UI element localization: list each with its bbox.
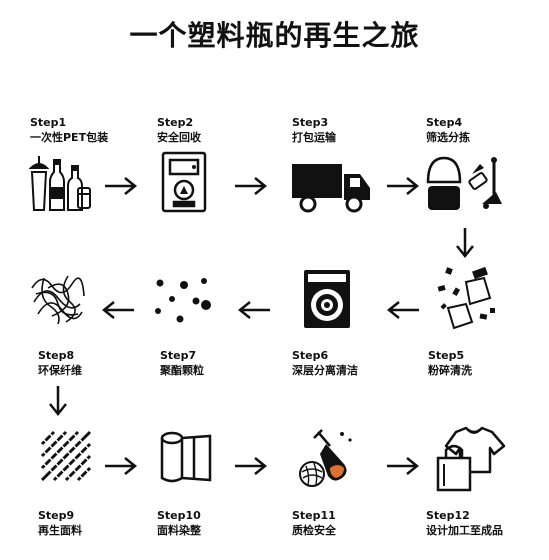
page-title: 一个塑料瓶的再生之旅 xyxy=(129,19,420,52)
fabric-roll-icon xyxy=(160,431,212,483)
step-10-name: 面料染整 xyxy=(157,524,201,537)
arrow-right-icon xyxy=(387,177,420,195)
step-9-label: Step9 再生面料 xyxy=(38,508,82,538)
arrow-right-icon xyxy=(105,457,138,475)
tangled-fiber-icon xyxy=(31,275,85,325)
tshirt-shopping-bag-icon xyxy=(436,426,506,492)
disposable-pet-packaging-icon xyxy=(28,156,91,211)
arrow-right-icon xyxy=(105,177,138,195)
arrow-right-icon xyxy=(235,177,268,195)
step-3-label: Step3 打包运输 xyxy=(292,115,336,145)
step-8-number: Step8 xyxy=(38,349,75,362)
step-7-label: Step7 聚酯颗粒 xyxy=(160,348,204,378)
step-10-label: Step10 面料染整 xyxy=(157,508,201,538)
step-12-label: Step12 设计加工至成品 xyxy=(426,508,503,538)
step-1-label: Step1 一次性PET包装 xyxy=(30,115,108,145)
step-8-name: 环保纤维 xyxy=(38,364,82,377)
arrow-left-icon xyxy=(101,301,134,319)
sorting-machine-icon xyxy=(426,156,502,210)
step-1-number: Step1 xyxy=(30,116,67,129)
step-1-name: 一次性PET包装 xyxy=(30,131,109,144)
arrow-left-icon xyxy=(386,301,419,319)
arrow-left-icon xyxy=(237,301,270,319)
step-11-label: Step11 质检安全 xyxy=(292,508,336,538)
washing-machine-icon xyxy=(304,270,350,328)
arrow-down-icon xyxy=(49,386,67,417)
recycling-machine-icon xyxy=(161,151,207,213)
step-4-name: 筛选分拣 xyxy=(426,131,470,144)
step-3-number: Step3 xyxy=(292,116,329,129)
crushed-bottle-pieces-icon xyxy=(437,266,495,330)
arrow-right-icon xyxy=(235,457,268,475)
step-2-label: Step2 安全回收 xyxy=(157,115,201,145)
polyester-pellets-icon xyxy=(155,278,211,323)
step-10-number: Step10 xyxy=(157,509,201,522)
step-3-name: 打包运输 xyxy=(292,131,336,144)
step-11-number: Step11 xyxy=(292,509,336,522)
step-12-name: 设计加工至成品 xyxy=(426,524,503,537)
woven-fabric-icon xyxy=(40,430,92,482)
step-2-name: 安全回收 xyxy=(157,131,201,144)
arrow-down-icon xyxy=(456,228,474,259)
step-7-name: 聚酯颗粒 xyxy=(160,364,204,377)
arrow-right-icon xyxy=(387,457,420,475)
step-6-number: Step6 xyxy=(292,349,329,362)
step-6-name: 深层分离清洁 xyxy=(292,364,358,377)
delivery-truck-icon xyxy=(292,164,370,213)
step-4-label: Step4 筛选分拣 xyxy=(426,115,470,145)
step-9-name: 再生面料 xyxy=(38,524,82,537)
step-11-name: 质检安全 xyxy=(292,524,336,537)
step-4-number: Step4 xyxy=(426,116,463,129)
step-5-name: 粉碎清洗 xyxy=(428,364,472,377)
dyeing-flask-yarn-icon xyxy=(299,429,352,487)
step-7-number: Step7 xyxy=(160,349,197,362)
step-5-label: Step5 粉碎清洗 xyxy=(428,348,472,378)
step-6-label: Step6 深层分离清洁 xyxy=(292,348,358,378)
step-2-number: Step2 xyxy=(157,116,194,129)
step-9-number: Step9 xyxy=(38,509,75,522)
step-5-number: Step5 xyxy=(428,349,465,362)
step-8-label: Step8 环保纤维 xyxy=(38,348,82,378)
step-12-number: Step12 xyxy=(426,509,470,522)
